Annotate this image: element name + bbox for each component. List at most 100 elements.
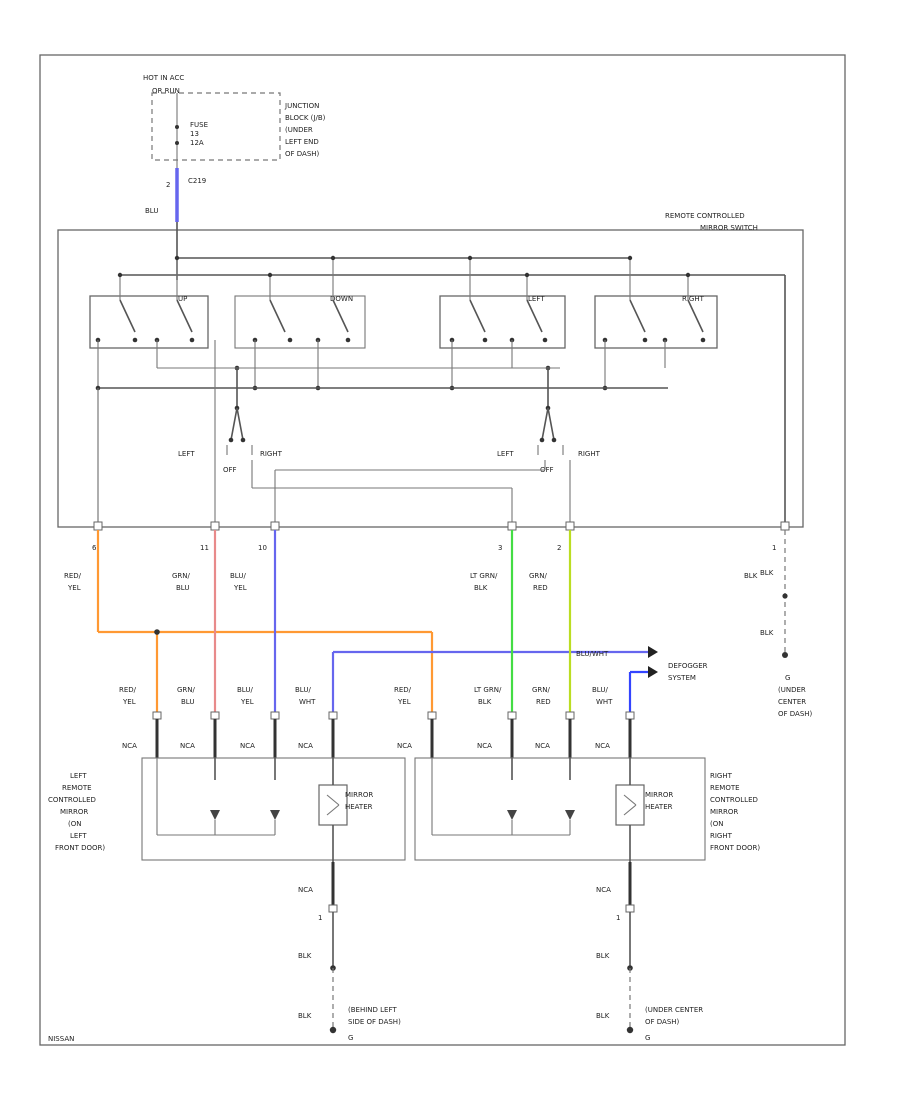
hotbus-sub: OR RUN [152, 87, 180, 95]
wire-color-2: YEL [233, 584, 247, 592]
wire-color-1: GRN/ [529, 572, 548, 580]
wire-color-2: RED [533, 584, 548, 592]
ground-connector [625, 904, 635, 913]
nca-label: NCA [397, 742, 412, 750]
mid-wire-color-1: LT GRN/ [474, 686, 502, 694]
mid-wire-color-2: RED [536, 698, 551, 706]
motor-symbol [270, 810, 280, 820]
nca-label: NCA [535, 742, 550, 750]
heater-zigzag [623, 804, 637, 816]
motor-symbol [507, 810, 517, 820]
wire-pin-number: 11 [200, 544, 209, 552]
nca-label: NCA [122, 742, 137, 750]
mid-connector [328, 711, 338, 720]
ground-top-loc-3: OF DASH) [778, 710, 813, 718]
selector-blade [236, 407, 244, 441]
footer-label: NISSAN [48, 1035, 74, 1043]
right-mirror-2: REMOTE [710, 784, 740, 792]
nca-label: NCA [595, 742, 610, 750]
mid-wire-color-2: BLK [478, 698, 492, 706]
selector-left-right: RIGHT [260, 450, 283, 458]
bl-nca: NCA [298, 886, 313, 894]
right-mirror-6: RIGHT [710, 832, 733, 840]
mid-wire-color-1: BLU/ [592, 686, 608, 694]
mid-wire-color-1: RED/ [119, 686, 137, 694]
defogger-system-2: SYSTEM [668, 674, 696, 682]
left-mirror-3: CONTROLLED [48, 796, 96, 804]
mirror-internals [156, 758, 645, 862]
selector-blade [541, 407, 549, 441]
selector-contact [228, 437, 234, 443]
switch-down-label: DOWN [330, 295, 353, 303]
diagram-border [39, 54, 846, 1046]
ground-top-wire-2: BLK [760, 629, 774, 637]
ground-top-loc-1: (UNDER [778, 686, 806, 694]
right-mirror-1: RIGHT [710, 772, 733, 780]
selector-contact [539, 437, 545, 443]
bl-pin: 1 [318, 914, 322, 922]
wire-color-2: YEL [67, 584, 81, 592]
mirror-switch-box [57, 229, 804, 528]
selector-contact [240, 437, 246, 443]
connector-terminal [507, 521, 517, 531]
switch-right [594, 295, 718, 349]
selector-blade [547, 407, 555, 441]
bl-code: G [348, 1034, 353, 1042]
connector-terminal [210, 521, 220, 531]
ground-point [329, 1026, 337, 1034]
defogger-wire-label: BLU/WHT [576, 650, 609, 658]
left-heater-1: MIRROR [345, 791, 373, 799]
switch-terminal [642, 337, 648, 343]
mid-wire-color-1: BLU/ [237, 686, 253, 694]
fuse-number: 13 [190, 130, 199, 138]
heater-element [615, 784, 645, 826]
selector-right-left: LEFT [497, 450, 514, 458]
motor-symbol [565, 810, 575, 820]
left-heater-2: HEATER [345, 803, 373, 811]
wire-color-1: BLK [744, 572, 758, 580]
selector-contact [551, 437, 557, 443]
bl-wire-2: BLK [298, 1012, 312, 1020]
mid-connector [507, 711, 517, 720]
right-mirror-7: FRONT DOOR) [710, 844, 760, 852]
connector-terminal [780, 521, 790, 531]
right-heater-2: HEATER [645, 803, 673, 811]
selector-right-off: OFF [540, 466, 554, 474]
heater-zigzag [623, 794, 637, 806]
switch-right-label: RIGHT [682, 295, 705, 303]
wire-pin-number: 10 [258, 544, 267, 552]
ground-top-wire: BLK [760, 569, 774, 577]
mid-wire-color-2: WHT [299, 698, 316, 706]
fuse-node [175, 141, 179, 145]
mid-wire-color-2: YEL [240, 698, 254, 706]
switch-blade [119, 299, 136, 333]
selector-right-right: RIGHT [578, 450, 601, 458]
wire-color-2: BLU [176, 584, 189, 592]
wire-pin-number: 2 [557, 544, 561, 552]
left-mirror-5: (ON [68, 820, 81, 828]
bus-node [267, 272, 273, 278]
nca-label: NCA [477, 742, 492, 750]
selector-switches [226, 368, 564, 455]
mid-wire-color-1: GRN/ [177, 686, 196, 694]
ground-splice [782, 593, 788, 599]
bl-wire: BLK [298, 952, 312, 960]
connector-terminal [270, 521, 280, 531]
nca-label: NCA [180, 742, 195, 750]
switch-terminal [287, 337, 293, 343]
defogger-system-1: DEFOGGER [668, 662, 708, 670]
nca-label: NCA [298, 742, 313, 750]
ground-top-code: G [785, 674, 790, 682]
fuse-label: FUSE [190, 121, 208, 129]
mid-connector [152, 711, 162, 720]
mid-wire-color-2: WHT [596, 698, 613, 706]
right-heater-1: MIRROR [645, 791, 673, 799]
wire-pin-number: 3 [498, 544, 502, 552]
mid-wire-color-2: YEL [397, 698, 411, 706]
selector-left-left: LEFT [178, 450, 195, 458]
switch-terminal [345, 337, 351, 343]
switch-blade [469, 299, 486, 333]
switch-up-label: UP [178, 295, 187, 303]
